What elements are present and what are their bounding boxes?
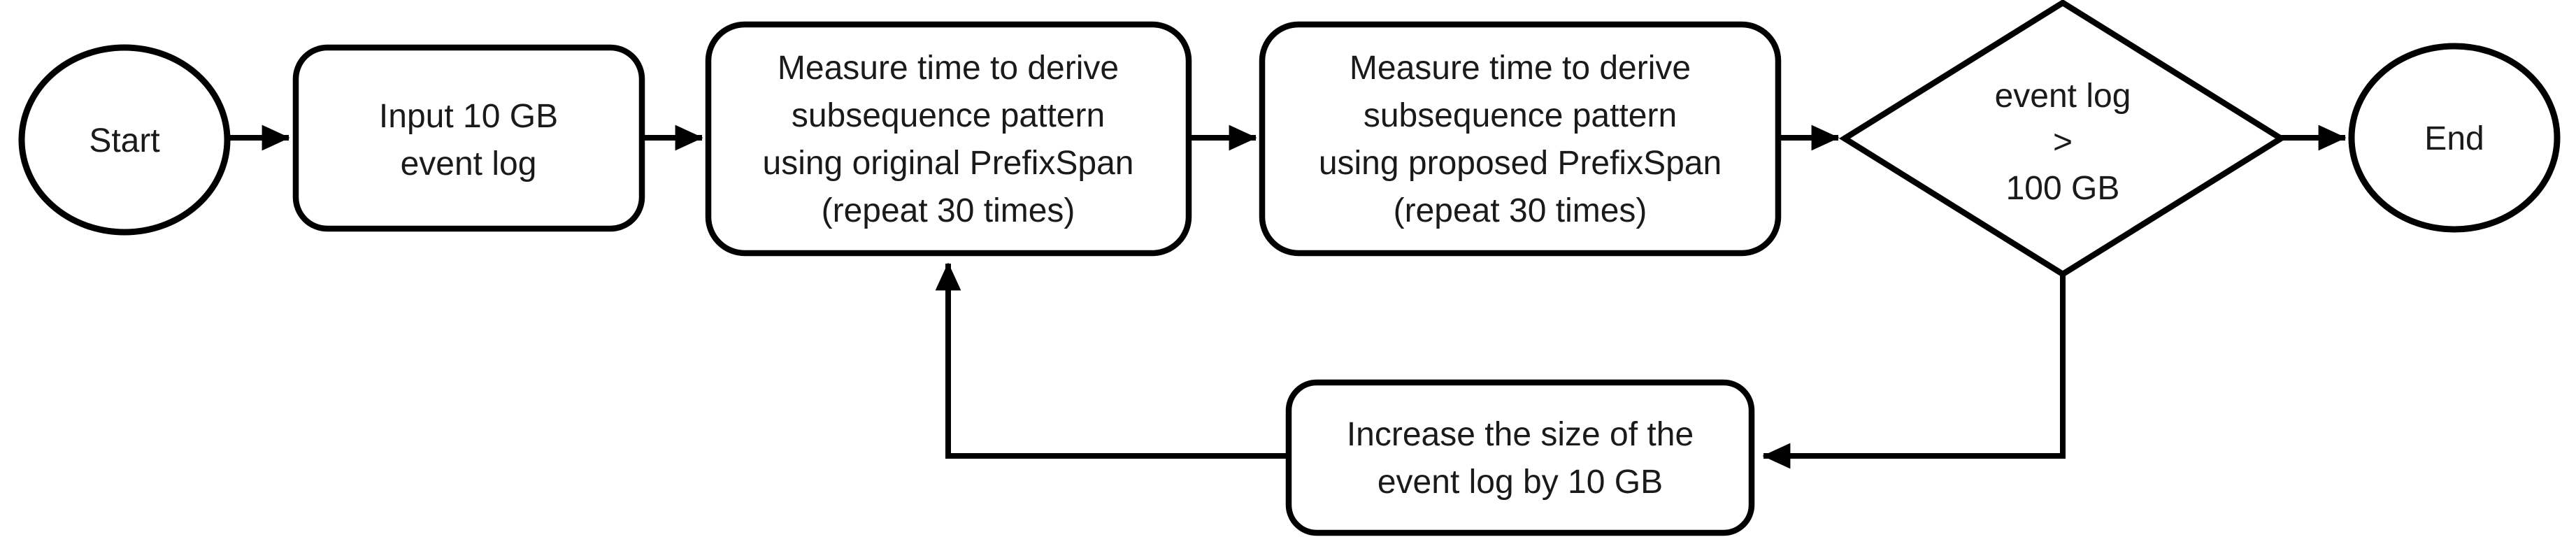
measure-original-label-line4: (repeat 30 times)	[822, 192, 1075, 229]
decision-diamond-node: event log > 100 GB	[1838, 0, 2287, 278]
measure-proposed-label-line1: Measure time to derive	[1350, 50, 1691, 87]
input-label-line2: event log	[401, 145, 537, 183]
process-increase: Increase the size of the event log by 10…	[1285, 379, 1755, 536]
measure-original-box	[705, 21, 1192, 257]
end-label: End	[2424, 120, 2484, 157]
edge-increase-to-measure-original-arrow	[935, 262, 1289, 459]
process-measure-original: Measure time to derive subsequence patte…	[705, 21, 1192, 257]
start-label: Start	[89, 122, 159, 159]
end-oval	[2348, 43, 2561, 233]
measure-original-label-line1: Measure time to derive	[778, 50, 1119, 87]
increase-label-line1: Increase the size of the	[1347, 416, 1694, 453]
decision-label-line1: event log	[1995, 78, 2131, 115]
decision-label-line3: 100 GB	[2006, 170, 2120, 207]
measure-proposed-label-line2: subsequence pattern	[1364, 97, 1677, 134]
increase-label-line2: event log by 10 GB	[1378, 464, 1663, 501]
start-oval	[18, 44, 231, 236]
measure-proposed-label-line3: using proposed PrefixSpan	[1319, 145, 1722, 182]
process-measure-proposed: Measure time to derive subsequence patte…	[1259, 21, 1782, 257]
increase-box	[1285, 379, 1755, 536]
process-input: Input 10 GB event log	[292, 44, 645, 232]
end-terminator: End	[2348, 43, 2561, 233]
decision-diamond	[1838, 0, 2287, 278]
decision-label-line2: >	[2053, 124, 2073, 161]
input-label-line1: Input 10 GB	[379, 98, 558, 135]
edge-decision-to-increase-arrow	[1762, 274, 2066, 469]
measure-proposed-box	[1259, 21, 1782, 257]
measure-original-label-line3: using original PrefixSpan	[763, 145, 1134, 182]
input-box	[292, 44, 645, 232]
measure-original-label-line2: subsequence pattern	[792, 97, 1105, 134]
start-terminator: Start	[18, 44, 231, 236]
measure-proposed-label-line4: (repeat 30 times)	[1394, 192, 1647, 229]
